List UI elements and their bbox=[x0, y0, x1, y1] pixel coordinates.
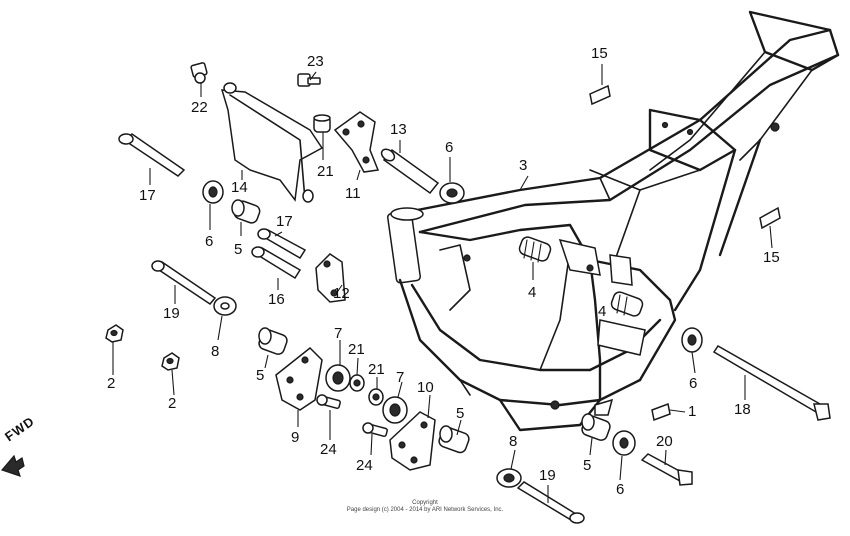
mount-rubber-4b bbox=[610, 291, 644, 317]
frame-body bbox=[387, 10, 840, 432]
callout-17a: 17 bbox=[139, 187, 156, 204]
bolt-17b bbox=[257, 228, 307, 260]
bracket-12 bbox=[315, 253, 346, 303]
callout-3: 3 bbox=[519, 157, 528, 174]
callout-6a: 6 bbox=[445, 139, 454, 156]
label-plate-15a bbox=[589, 84, 611, 106]
tag-1 bbox=[651, 402, 671, 422]
callout-24b: 24 bbox=[356, 457, 373, 474]
callout-6d: 6 bbox=[616, 481, 625, 498]
callout-11: 11 bbox=[345, 185, 361, 202]
callout-21c: 21 bbox=[368, 361, 385, 378]
callout-4b: 4 bbox=[598, 303, 607, 320]
bracket-11 bbox=[333, 111, 380, 173]
callout-23: 23 bbox=[307, 53, 324, 70]
callout-5d: 5 bbox=[583, 457, 592, 474]
collar-5b bbox=[258, 327, 288, 355]
callout-15b: 15 bbox=[763, 249, 780, 266]
callout-5b: 5 bbox=[256, 367, 265, 384]
collar-21-top bbox=[313, 114, 331, 133]
washer-8a bbox=[213, 296, 237, 316]
callout-24a: 24 bbox=[320, 441, 337, 458]
callout-20: 20 bbox=[656, 433, 673, 450]
collar-5a bbox=[231, 199, 261, 224]
callout-22: 22 bbox=[191, 99, 208, 116]
callout-lines bbox=[112, 64, 773, 503]
collar-21c bbox=[368, 388, 384, 406]
washer-8b bbox=[496, 468, 522, 488]
collar-5d bbox=[581, 413, 611, 441]
callout-6b: 6 bbox=[205, 233, 214, 250]
rubber-6-top bbox=[439, 182, 465, 204]
callout-4a: 4 bbox=[528, 284, 537, 301]
copyright-line-1: Copyright bbox=[412, 500, 438, 506]
callout-17b: 17 bbox=[276, 213, 293, 230]
callout-5a: 5 bbox=[234, 241, 243, 258]
callout-2b: 2 bbox=[168, 395, 177, 412]
callout-9: 9 bbox=[291, 429, 300, 446]
nut-2b bbox=[161, 352, 180, 371]
collar-21b bbox=[349, 374, 365, 392]
callout-16: 16 bbox=[268, 291, 285, 308]
callout-19a: 19 bbox=[163, 305, 180, 322]
label-plate-15b bbox=[759, 206, 781, 230]
pipe-13 bbox=[380, 148, 440, 195]
callout-2a: 2 bbox=[107, 375, 116, 392]
bolt-23 bbox=[297, 73, 321, 87]
bracket-10 bbox=[389, 411, 436, 471]
callout-7a: 7 bbox=[334, 325, 343, 342]
bolt-19a bbox=[151, 260, 217, 305]
rubber-6-left bbox=[202, 180, 224, 204]
callout-13: 13 bbox=[390, 121, 407, 138]
nut-2a bbox=[105, 324, 124, 343]
rubber-6-right bbox=[681, 327, 703, 353]
bolt-17a bbox=[118, 133, 186, 177]
bolt-18 bbox=[712, 345, 831, 421]
callout-8a: 8 bbox=[211, 343, 220, 360]
rubber-7a bbox=[325, 364, 351, 392]
bolt-24a bbox=[316, 394, 341, 410]
callout-21a: 21 bbox=[317, 163, 334, 180]
callout-18: 18 bbox=[734, 401, 751, 418]
bolt-16 bbox=[251, 246, 302, 280]
bolt-24b bbox=[362, 422, 388, 438]
bolt-22 bbox=[190, 62, 208, 84]
callout-12: 12 bbox=[333, 285, 350, 302]
callout-21b: 21 bbox=[348, 341, 365, 358]
rubber-7b bbox=[382, 396, 408, 424]
callout-5c: 5 bbox=[456, 405, 465, 422]
callout-7b: 7 bbox=[396, 369, 405, 386]
callout-1: 1 bbox=[688, 403, 697, 420]
bolt-20 bbox=[640, 453, 693, 486]
callout-8b: 8 bbox=[509, 433, 518, 450]
callout-6c: 6 bbox=[689, 375, 698, 392]
mount-rubber-4a bbox=[518, 236, 552, 263]
collar-5c bbox=[438, 425, 470, 454]
rubber-6-lower bbox=[612, 430, 636, 456]
bolt-19b bbox=[516, 481, 585, 524]
cover-plate-14 bbox=[220, 82, 324, 203]
fwd-arrow-icon bbox=[0, 454, 25, 477]
callout-15a: 15 bbox=[591, 45, 608, 62]
copyright-line-2: Page design (c) 2004 - 2014 by ARI Netwo… bbox=[346, 507, 504, 513]
bracket-9 bbox=[275, 346, 323, 411]
callout-14: 14 bbox=[231, 179, 248, 196]
callout-19b: 19 bbox=[539, 467, 556, 484]
callout-10: 10 bbox=[417, 379, 434, 396]
